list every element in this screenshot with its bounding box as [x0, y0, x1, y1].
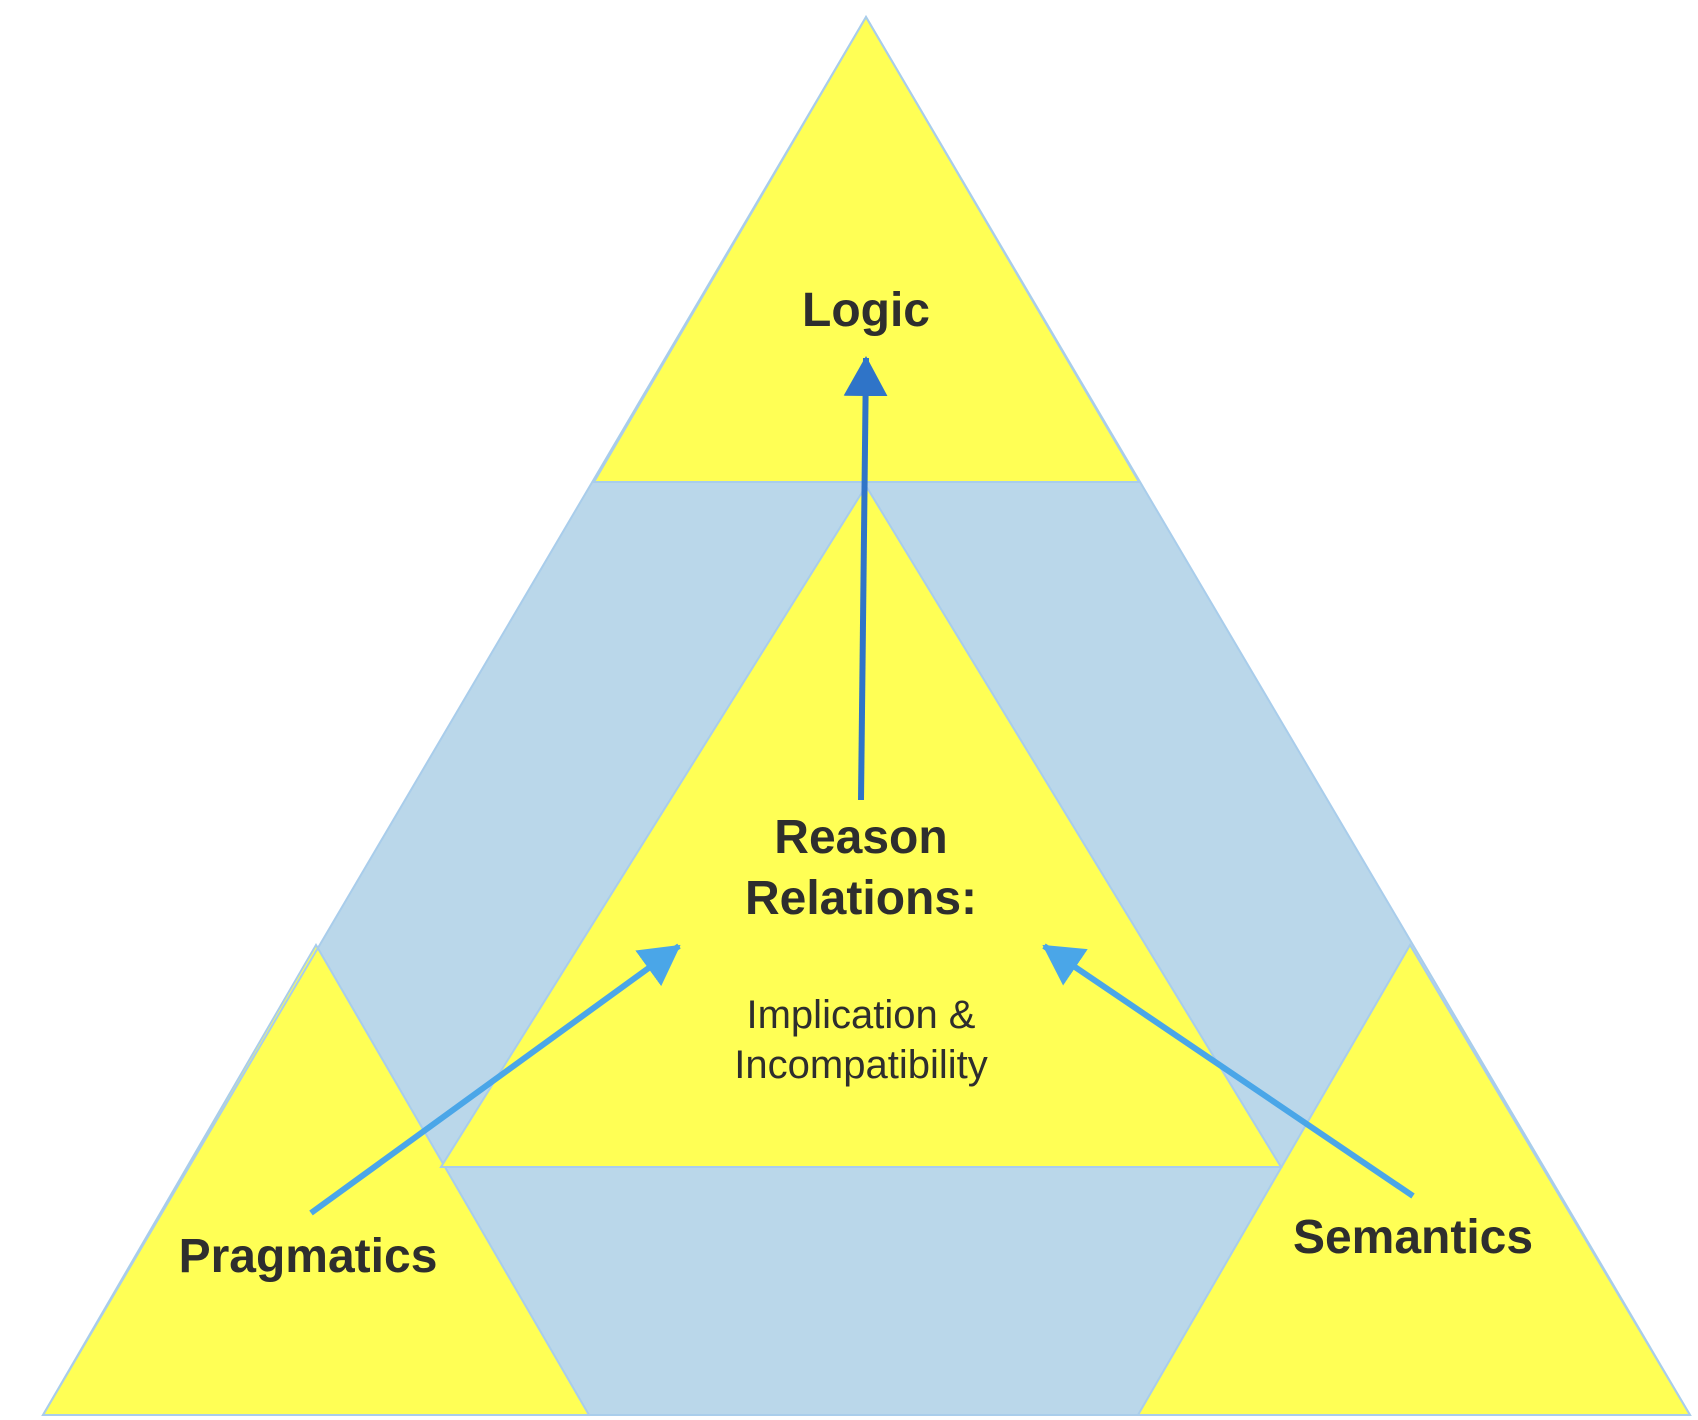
reason-relations-title-line2: Relations: — [745, 872, 977, 925]
pragmatics-label: Pragmatics — [179, 1230, 438, 1283]
reason-to-logic-arrow — [843, 356, 888, 801]
semantics-label: Semantics — [1293, 1211, 1533, 1264]
logic-label: Logic — [802, 284, 930, 337]
outer-triangle-edge — [41, 15, 1692, 1416]
pragmatics-to-reason-arrow — [309, 943, 681, 1216]
reason-relations-triangle — [439, 484, 1283, 1168]
reason-relations-subtitle-line2: Incompatibility — [734, 1043, 987, 1087]
semantics-to-reason-arrow — [1042, 943, 1415, 1199]
reason-relations-title-line1: Reason — [774, 811, 947, 864]
reason-relations-subtitle-line1: Implication & — [747, 993, 976, 1037]
